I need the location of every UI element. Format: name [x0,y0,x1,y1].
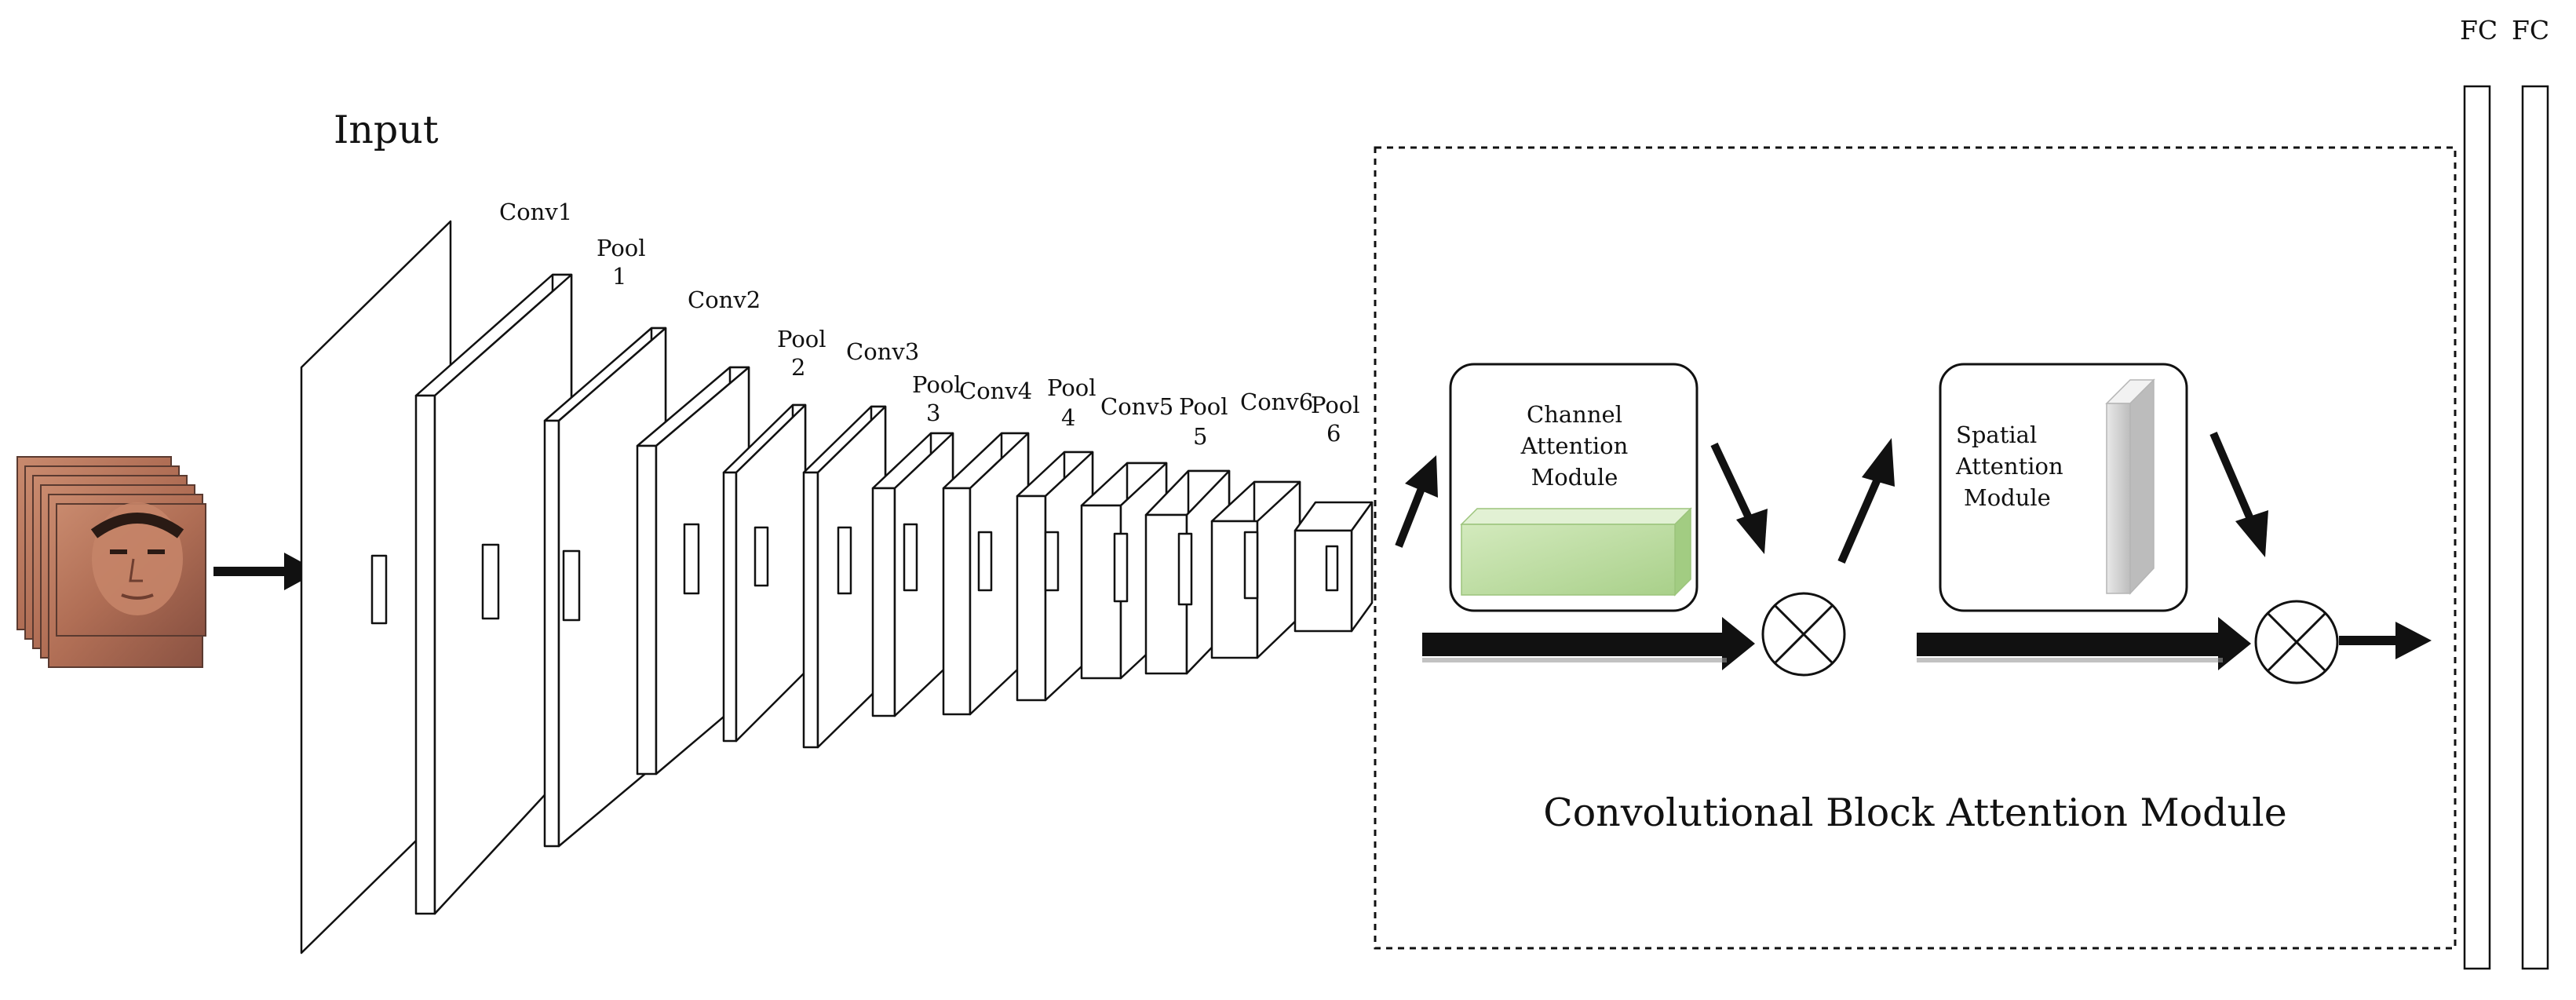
pool4-number: 4 [1061,404,1075,431]
spatial-label-line2: Attention [1955,453,2063,480]
fc2-label: FC [2512,15,2549,46]
spatial-label-line3: Module [1964,484,2051,511]
cbam-dashed-frame [1374,146,2457,950]
pool5-label: Pool [1179,393,1228,420]
channel-attention-module: Channel Attention Module [1449,363,1698,612]
pool2-number: 2 [791,354,805,381]
conv6-label: Conv6 [1240,389,1313,415]
pool3-label: Pool [912,371,961,398]
conv1-label: Conv1 [499,199,572,225]
element-wise-multiply-icon [1761,592,1846,677]
fc1-label: FC [2460,15,2498,46]
fc-layer-1 [2463,85,2491,970]
fc-layer-2 [2521,85,2549,970]
input-feature-map [300,220,452,954]
multiply-to-spatial-arrow [1837,438,1895,564]
conv2-label: Conv2 [688,286,761,313]
input-label: Input [334,108,439,152]
face-image-stack-icon [16,456,206,668]
conv4-label: Conv4 [959,378,1032,404]
pool3-feature-map [871,432,954,717]
pool6-number: 6 [1326,420,1341,447]
cbam-title: Convolutional Block Attention Module [1543,790,2286,835]
pool2-feature-map [722,403,807,743]
pool1-label: Pool [597,235,646,261]
conv3-feature-map [802,405,887,749]
channel-label-line2: Attention [1520,432,1629,459]
channel-label-line3: Module [1531,464,1618,491]
conv3-label: Conv3 [846,338,919,365]
spatial-attention-module: Spatial Attention Module [1939,363,2188,612]
channel-feature-cuboid [1460,507,1692,597]
spatial-label-line1: Spatial [1956,422,2037,448]
pool6-feature-map [1293,501,1374,633]
spatial-feature-slab [2105,378,2155,595]
channel-label-line1: Channel [1527,401,1622,428]
conv4-feature-map [942,432,1030,716]
cbam-input-arrow [1395,455,1438,548]
conv5-label: Conv5 [1100,393,1173,420]
feature-flow-arrow-2 [1917,617,2251,670]
conv6-feature-map [1210,480,1301,659]
feature-flow-arrow-1 [1422,617,1755,670]
pool5-number: 5 [1193,423,1207,450]
pool1-number: 1 [612,263,626,290]
element-wise-multiply-icon [2254,600,2339,684]
output-arrow [2339,622,2432,659]
pool2-label: Pool [777,326,826,352]
pool3-number: 3 [926,400,940,426]
channel-to-multiply-arrow [1710,442,1768,554]
pool6-label: Pool [1311,392,1360,418]
spatial-to-multiply-arrow [2209,432,2268,557]
pool5-feature-map [1144,469,1231,675]
pool4-label: Pool [1047,374,1096,401]
